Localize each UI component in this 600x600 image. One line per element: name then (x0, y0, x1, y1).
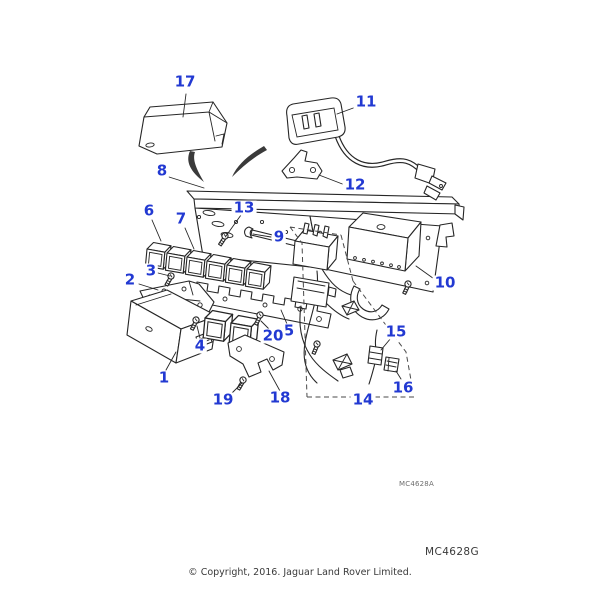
callout-16: 16 (390, 378, 416, 397)
callout-leader-lines (138, 93, 438, 396)
callout-8: 8 (154, 161, 170, 180)
footer: © Copyright, 2016. Jaguar Land Rover Lim… (0, 567, 600, 578)
callout-13: 13 (231, 198, 257, 217)
part-17-cover (138, 101, 228, 155)
callout-11: 11 (353, 92, 379, 111)
callout-19: 19 (210, 390, 236, 409)
mounting-sweep-right (232, 146, 267, 177)
callout-6: 6 (141, 201, 157, 220)
part-12-bracket (281, 149, 323, 180)
callout-12: 12 (342, 175, 368, 194)
callout-7: 7 (173, 209, 189, 228)
callout-4: 4 (192, 336, 208, 355)
callout-10: 10 (432, 273, 458, 292)
part-11-sensor-module (286, 97, 447, 201)
copyright-text: © Copyright, 2016. Jaguar Land Rover Lim… (188, 567, 412, 578)
part-10-module (346, 212, 422, 272)
part-15-connector (367, 345, 384, 366)
callout-20: 20 (260, 326, 286, 345)
callout-1: 1 (156, 368, 172, 387)
mounting-sweep-left (188, 151, 204, 182)
callout-14: 14 (350, 390, 376, 409)
callout-3: 3 (143, 261, 159, 280)
drawing-code-inline: MC4628A (399, 480, 434, 488)
exploded-parts-drawing (126, 93, 465, 398)
callout-18: 18 (267, 388, 293, 407)
callout-15: 15 (383, 322, 409, 341)
part-18-bracket (227, 334, 285, 378)
callout-2: 2 (122, 270, 138, 289)
drawing-code-label: MC4628G (425, 546, 480, 558)
callout-17: 17 (172, 72, 198, 91)
callout-9: 9 (271, 227, 287, 246)
